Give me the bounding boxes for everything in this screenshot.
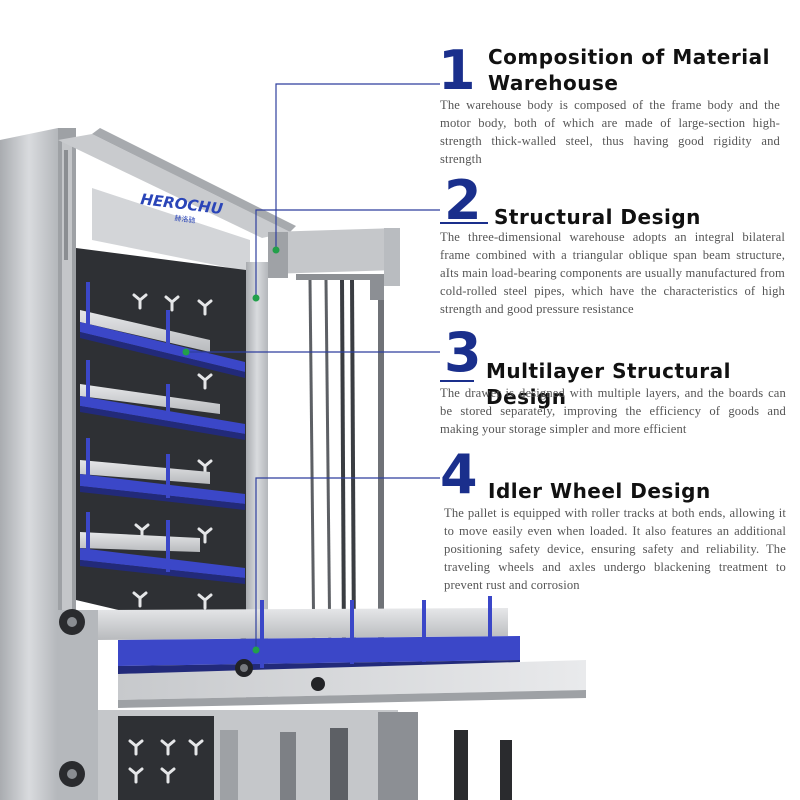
callout-line-2 (255, 209, 440, 298)
feature-description-1: The warehouse body is composed of the fr… (440, 98, 780, 166)
top-beam (58, 128, 296, 272)
base-machinery (98, 710, 512, 800)
left-rollers (58, 609, 98, 800)
feature-number-3: 3 (444, 321, 482, 384)
feature-number-1: 1 (438, 39, 476, 102)
feature-title-1: Composition of Material Warehouse (488, 45, 770, 95)
extended-pallet (96, 596, 586, 708)
feature-title-4: Idler Wheel Design (488, 479, 711, 503)
feature-number-2: 2 (444, 169, 482, 232)
feature-description-3: The drawer is designed with multiple lay… (440, 386, 786, 436)
feature-number-underline-3 (440, 380, 474, 382)
feature-number-4: 4 (440, 443, 478, 506)
feature-title-3: Multilayer Structural Design (486, 359, 732, 409)
callout-line-4 (255, 477, 440, 650)
feature-number-underline-2 (440, 222, 488, 224)
lift-tower (268, 228, 400, 661)
callout-dots (182, 246, 280, 654)
feature-description-2: The three-dimensional warehouse adopts a… (440, 230, 785, 316)
feature-title-2: Structural Design (494, 205, 701, 229)
inner-right-column (246, 262, 268, 702)
callout-line-1 (275, 83, 440, 250)
feature-description-4: The pallet is equipped with roller track… (444, 506, 786, 592)
brand-logo-subtext: 赫洛驰 (174, 213, 196, 224)
tray-stack (80, 282, 245, 584)
callout-lines (186, 83, 440, 650)
